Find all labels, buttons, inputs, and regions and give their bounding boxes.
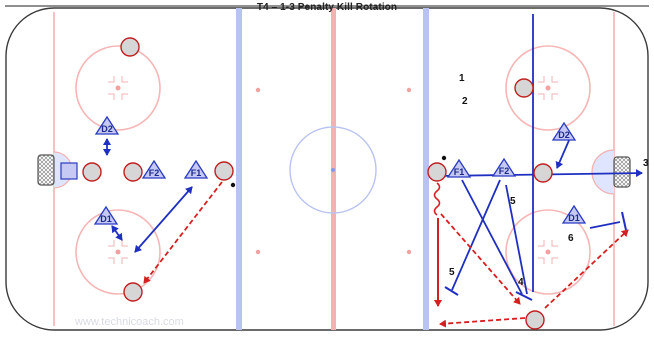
pylon-icon (533, 163, 553, 183)
step-number: 6 (568, 233, 574, 244)
right-blue-line (423, 8, 429, 330)
player-triangle-icon (491, 157, 517, 177)
pylon-icon (123, 282, 143, 302)
step-number: 2 (462, 96, 468, 107)
player-label: F1 (191, 168, 202, 178)
puck-icon (230, 182, 236, 188)
player-triangle-icon (446, 158, 472, 178)
faceoff-circle-right-bottom (505, 209, 591, 295)
stop-mark (444, 286, 459, 296)
player-d2: D2 (94, 115, 120, 135)
diagram-title: T4 – 1-3 Penalty Kill Rotation (256, 2, 398, 13)
player-label: F1 (454, 167, 465, 177)
player-d2-right: D2 (551, 121, 577, 141)
center-dot (331, 168, 335, 172)
player-triangle-icon (183, 159, 209, 179)
player-triangle-icon (141, 159, 167, 179)
step-number: 5 (449, 267, 455, 278)
f1-skate-arrow (134, 186, 193, 253)
stop-mark (621, 211, 627, 231)
pass-arrow (440, 213, 521, 305)
step-number: 1 (459, 73, 465, 84)
player-f1: F1 (183, 159, 209, 179)
puck-carry-wave (433, 182, 441, 216)
center-circle (289, 126, 377, 214)
player-f2-right: F2 (491, 157, 517, 177)
player-f1-right: F1 (446, 158, 472, 178)
neutral-dot (406, 249, 412, 255)
player-label: F2 (499, 166, 510, 176)
net-icon (37, 154, 55, 186)
player-triangle-icon (561, 204, 587, 224)
pylon-icon (214, 161, 234, 181)
stop-mark (515, 291, 533, 301)
pass-arrow (544, 229, 629, 309)
player-label: D2 (558, 130, 570, 140)
d2-skate-arrow (555, 137, 571, 169)
d1-shift-arrow (111, 225, 123, 241)
left-blue-line (236, 8, 242, 330)
player-d1: D1 (93, 205, 119, 225)
pylon-icon (120, 37, 140, 57)
player-f2: F2 (141, 159, 167, 179)
player-label: D1 (100, 214, 112, 224)
step-number: 3 (643, 158, 649, 169)
player-triangle-icon (94, 115, 120, 135)
player-label: D2 (101, 124, 113, 134)
puck-icon (441, 155, 447, 161)
skate-line (451, 179, 501, 291)
faceoff-circle-right-top (505, 45, 591, 131)
faceoff-circle-left-top (75, 45, 161, 131)
pass-arrow (439, 317, 526, 328)
right-crease (591, 149, 615, 195)
neutral-dot (406, 87, 412, 93)
pass-arrow (143, 181, 223, 284)
goalie-square-icon (60, 162, 78, 180)
player-label: F2 (149, 168, 160, 178)
step-number: 5 (510, 196, 516, 207)
pylon-icon (427, 162, 447, 182)
step-number: 4 (518, 277, 524, 288)
player-triangle-icon (551, 121, 577, 141)
player-triangle-icon (93, 205, 119, 225)
pylon-icon (525, 310, 545, 330)
player-d1-right: D1 (561, 204, 587, 224)
neutral-dot (255, 249, 261, 255)
pylon-icon (123, 162, 143, 182)
watermark: www.technicoach.com (75, 316, 184, 328)
skate-line (589, 221, 621, 229)
player-label: D1 (568, 213, 580, 223)
pylon-icon (82, 162, 102, 182)
neutral-dot (255, 87, 261, 93)
pylon-icon (514, 78, 534, 98)
skate-line (505, 184, 528, 295)
net-icon (613, 156, 631, 188)
skate-line (461, 179, 523, 295)
